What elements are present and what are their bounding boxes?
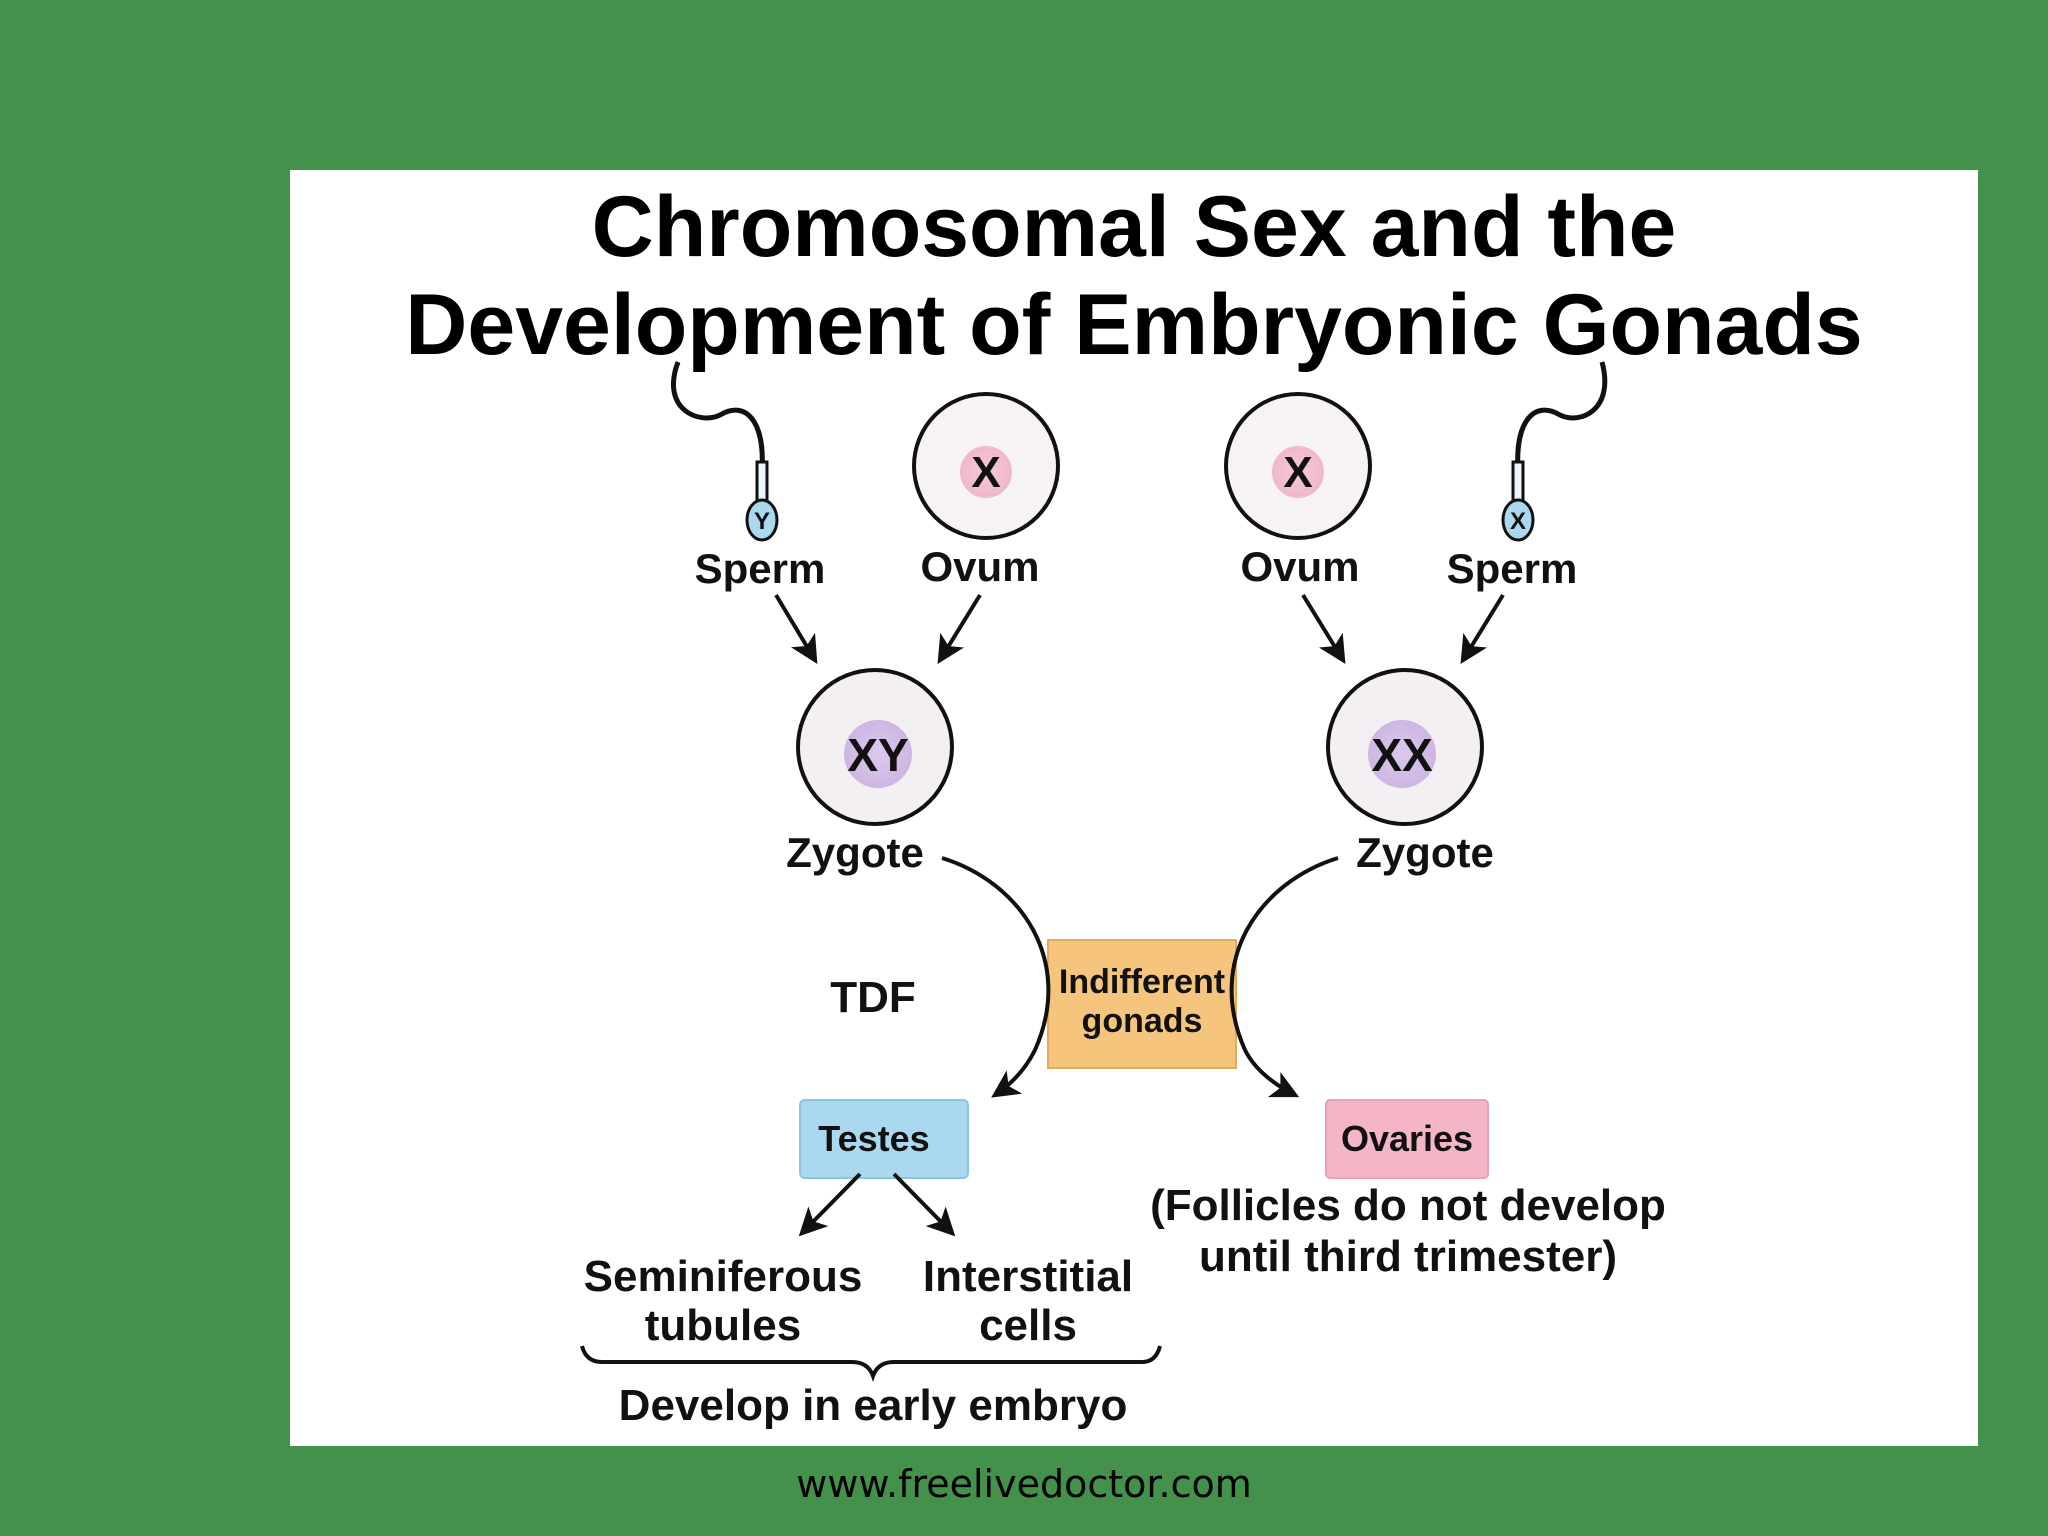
left-zygote-chromosomes: XY (847, 729, 908, 781)
arrow-left-sperm-to-zygote (774, 593, 818, 665)
title-line-1: Chromosomal Sex and the (591, 179, 1677, 275)
arrow-right-sperm-to-zygote (1460, 593, 1505, 664)
arrow-testes-to-seminiferous (798, 1172, 862, 1237)
left-sperm-chromosome: Y (754, 508, 770, 535)
interstitial-line-1: Interstitial (923, 1252, 1133, 1301)
brace-note: Develop in early embryo (619, 1381, 1128, 1430)
gonad-development-diagram: Y Sperm X Ovum X Ovum X Sperm (580, 361, 1666, 1430)
right-ovum: X (1224, 392, 1372, 540)
footer-url: www.freelivedoctor.com (796, 1462, 1252, 1506)
right-sperm: X (1501, 361, 1608, 542)
seminiferous-line-2: tubules (645, 1301, 801, 1350)
title-line-2: Development of Embryonic Gonads (405, 277, 1863, 373)
seminiferous-line-1: Seminiferous (584, 1252, 863, 1301)
ovaries-box (1325, 1099, 1489, 1179)
arrow-left-zygote-to-testes (941, 856, 1051, 1098)
interstitial-line-2: cells (979, 1301, 1077, 1350)
left-ovum-label: Ovum (920, 543, 1039, 590)
left-zygote-label: Zygote (786, 829, 924, 876)
ovaries-label: Ovaries (1341, 1118, 1473, 1159)
arrow-right-ovum-to-zygote (1301, 593, 1346, 664)
left-ovum-chromosome: X (971, 448, 1000, 497)
right-sperm-label: Sperm (1447, 545, 1578, 592)
left-ovum: X (912, 392, 1060, 540)
right-zygote-chromosomes: XX (1371, 729, 1433, 781)
diagram-panel: Chromosomal Sex and the Development of E… (290, 170, 1978, 1446)
testes-box (799, 1099, 969, 1179)
left-sperm: Y (670, 361, 779, 542)
right-ovum-chromosome: X (1283, 448, 1312, 497)
right-sperm-chromosome: X (1510, 508, 1526, 535)
tdf-label: TDF (830, 973, 916, 1022)
indifferent-gonads-line-1: Indifferent (1059, 963, 1225, 1001)
left-sperm-label: Sperm (695, 545, 826, 592)
arrow-right-zygote-to-ovaries (1229, 856, 1339, 1098)
indifferent-gonads-box (1047, 939, 1237, 1069)
follicles-note-line-1: (Follicles do not develop (1150, 1181, 1666, 1230)
left-zygote: XY (796, 668, 954, 826)
diagram-title: Chromosomal Sex and the Development of E… (290, 178, 1978, 374)
follicles-note-line-2: until third trimester) (1199, 1232, 1617, 1281)
testes-label: Testes (818, 1118, 929, 1159)
indifferent-gonads-line-2: gonads (1082, 1002, 1203, 1040)
right-ovum-label: Ovum (1240, 543, 1359, 590)
right-zygote: XX (1326, 668, 1484, 826)
right-zygote-label: Zygote (1356, 829, 1494, 876)
arrow-testes-to-interstitial (892, 1172, 956, 1237)
arrow-left-ovum-to-zygote (937, 593, 982, 664)
brace (580, 1345, 1162, 1382)
